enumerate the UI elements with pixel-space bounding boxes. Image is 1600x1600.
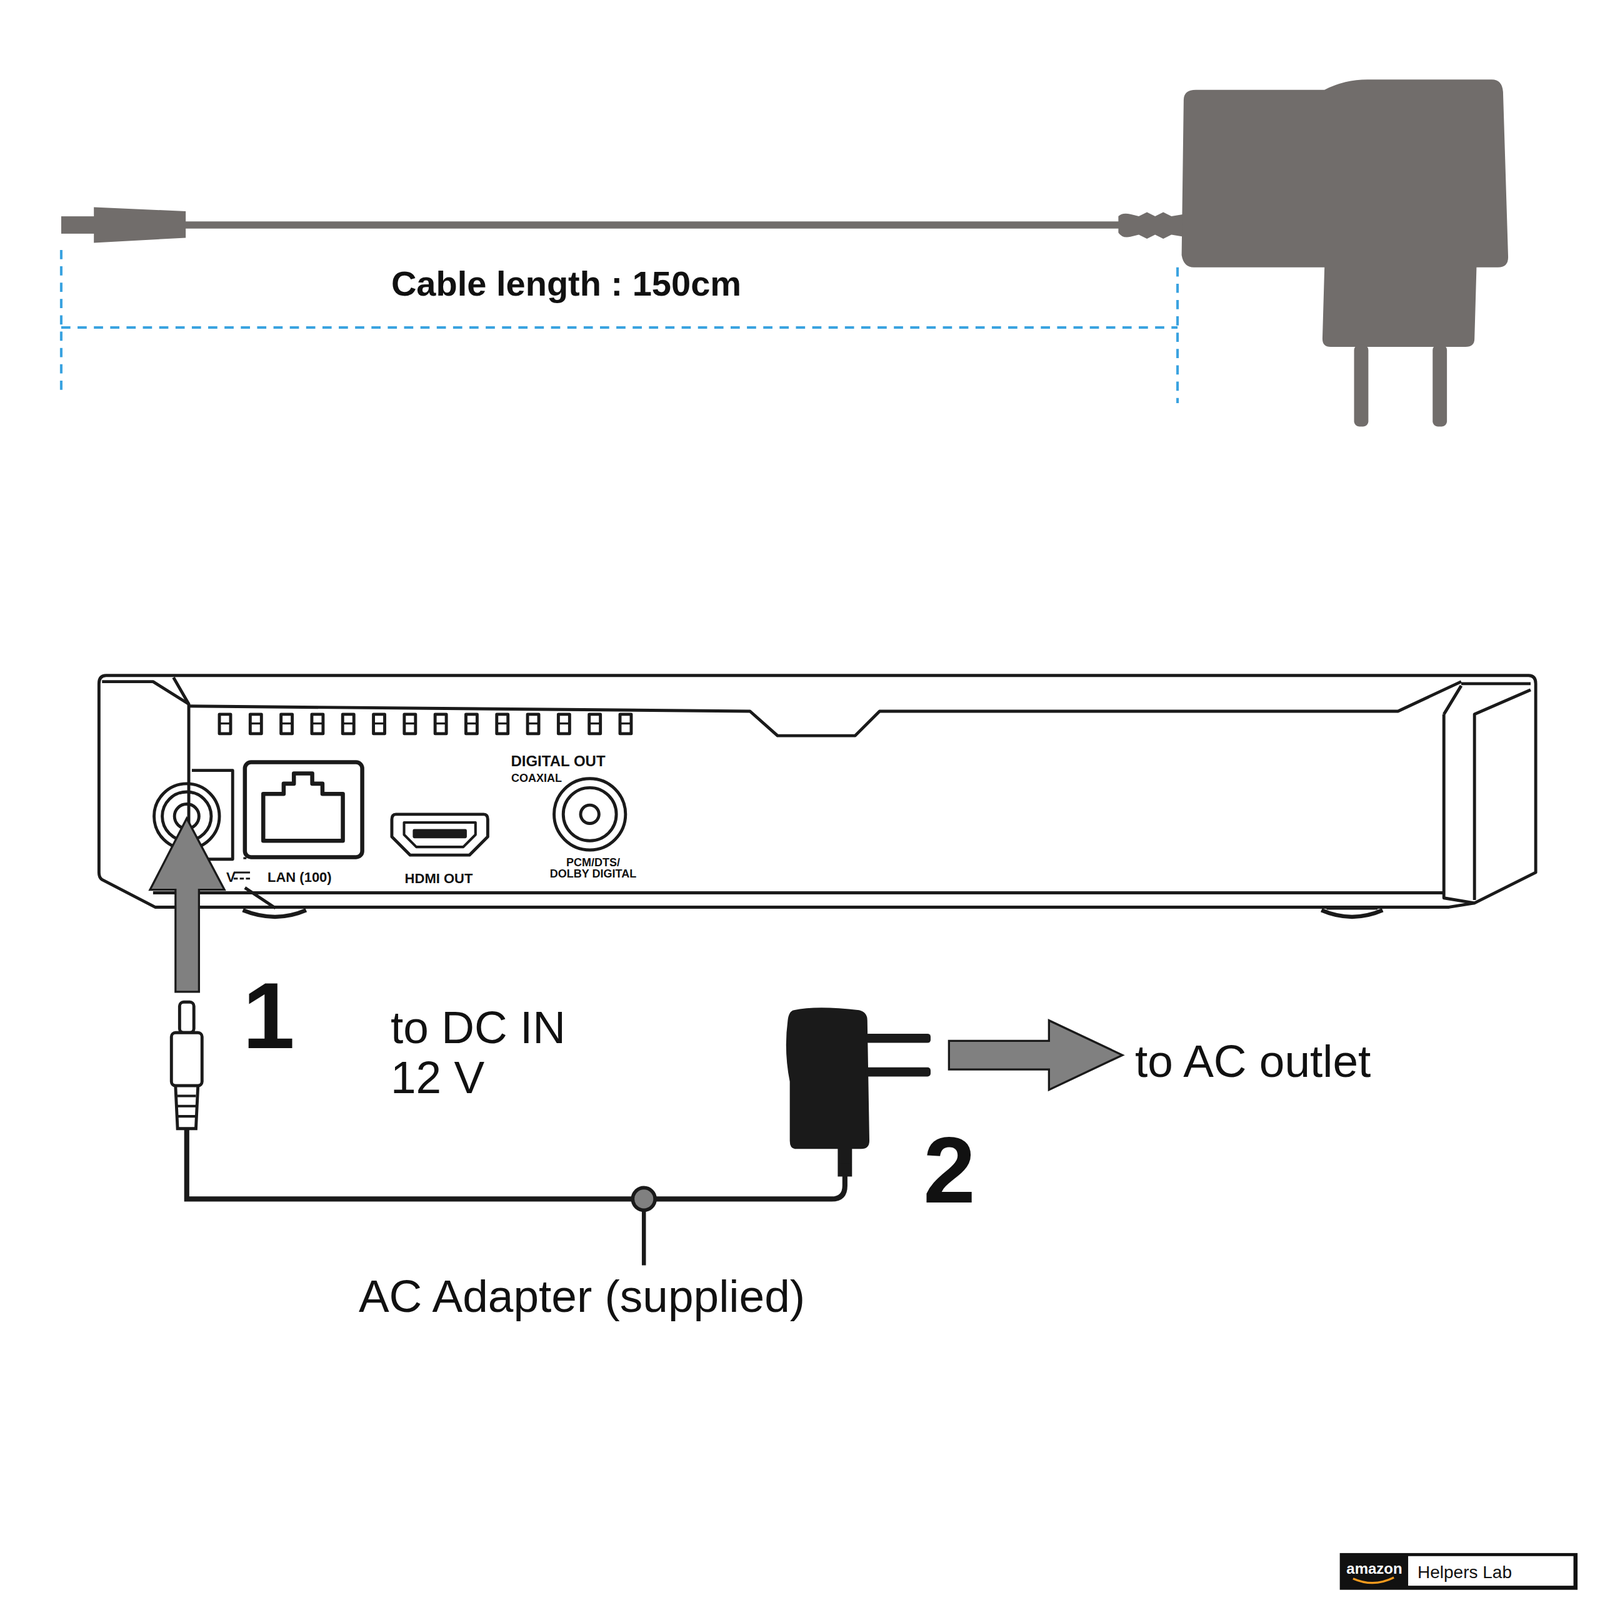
instruction-text: to AC outlet <box>1135 1036 1371 1087</box>
leader-line <box>641 1210 647 1265</box>
device-rear-panel <box>98 675 1536 917</box>
dc-plug <box>171 1001 202 1129</box>
port-label: HDMI OUT <box>405 871 474 887</box>
watermark-box <box>1340 1553 1578 1590</box>
vent-slot <box>250 714 262 734</box>
port-label: DIGITAL OUT <box>510 753 605 770</box>
vent-divider <box>373 722 385 725</box>
vent-divider <box>281 722 293 725</box>
watermark: amazon <box>1346 1560 1402 1577</box>
vent-divider <box>465 722 477 725</box>
adapter-cable <box>186 1128 845 1200</box>
vent-slot <box>373 714 385 734</box>
dimension-label: Cable length : 150cm <box>391 264 742 304</box>
vent-slot <box>496 714 509 734</box>
vent-slot <box>620 714 632 734</box>
vent-slot <box>527 714 539 734</box>
port-label: PCM/DTS/ DOLBY DIGITAL <box>548 856 638 880</box>
dimension-lines <box>61 250 1178 404</box>
vent-slot <box>558 714 570 734</box>
insert-arrow <box>150 818 225 992</box>
watermark: Helpers Lab <box>1417 1563 1512 1583</box>
port-label: V <box>226 870 236 885</box>
part-label: AC Adapter (supplied) <box>358 1271 805 1322</box>
vent-divider <box>527 722 539 725</box>
vent-slot <box>404 714 416 734</box>
vent-divider <box>435 722 447 725</box>
vent-divider <box>404 722 416 725</box>
vent-divider <box>620 722 632 725</box>
vent-slot <box>219 714 231 734</box>
vent-slot <box>435 714 447 734</box>
vent-slot <box>342 714 354 734</box>
vent-slot <box>465 714 477 734</box>
vent-divider <box>219 722 231 725</box>
vent-slot <box>589 714 601 734</box>
strain-relief <box>838 1146 852 1176</box>
vent-divider <box>589 722 601 725</box>
ac-adapter <box>786 1007 931 1149</box>
vent-divider <box>342 722 354 725</box>
vent-slot <box>281 714 293 734</box>
vent-divider <box>558 722 570 725</box>
port-label: COAXIAL <box>511 772 562 785</box>
vent-slots <box>219 714 632 734</box>
callout-number: 2 <box>923 1118 975 1222</box>
callout-number: 1 <box>242 964 295 1068</box>
adapter-top-view <box>61 79 1509 427</box>
vent-slot <box>311 714 324 734</box>
vent-divider <box>250 722 262 725</box>
outlet-arrow <box>948 1020 1123 1090</box>
port-label: LAN (100) <box>267 870 332 885</box>
leader-dot <box>632 1187 655 1210</box>
watermark-inner <box>1408 1556 1574 1586</box>
amazon-smile <box>1353 1577 1394 1584</box>
vent-divider <box>496 722 509 725</box>
vent-divider <box>311 722 324 725</box>
instruction-text: to DC IN 12 V <box>390 1002 587 1104</box>
